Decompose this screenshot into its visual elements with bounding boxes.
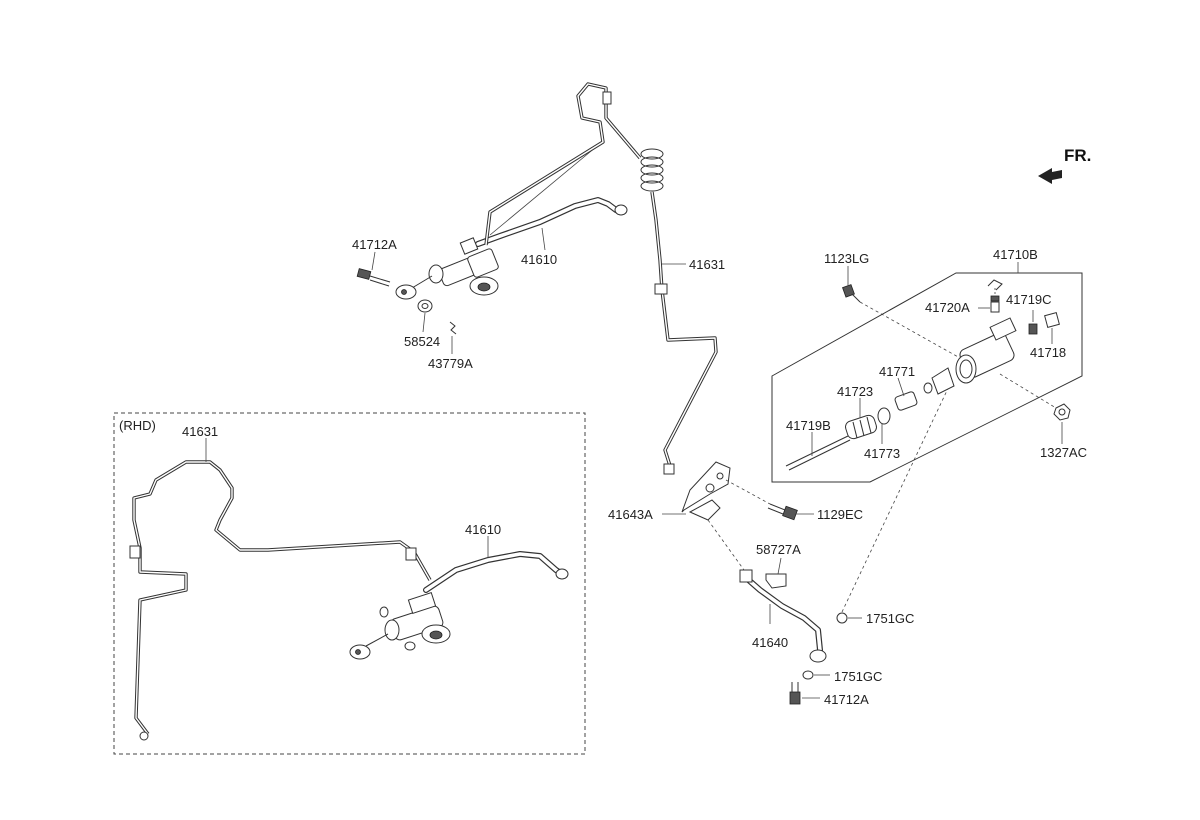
boot-icon — [931, 367, 955, 395]
master-cylinder-assembly-lhd — [356, 141, 628, 354]
line-fitting-mid — [663, 463, 675, 475]
piston-41771-icon — [894, 391, 918, 411]
gasket-1751GC-b-icon — [802, 670, 814, 680]
label-41719B: 41719B — [786, 418, 831, 433]
clip-43779A-icon — [449, 321, 457, 335]
release-cylinder-41710B-group — [771, 262, 1083, 483]
fr-label: FR. — [1064, 146, 1091, 165]
ring-41773-icon — [877, 407, 891, 425]
label-41771: 41771 — [879, 364, 915, 379]
label-43779A: 43779A — [428, 356, 473, 371]
fitting-41718-icon — [1044, 312, 1060, 328]
label-1751GC-a: 1751GC — [866, 611, 914, 626]
label-41712A-top: 41712A — [352, 237, 397, 252]
label-58727A: 58727A — [756, 542, 801, 557]
label-1327AC: 1327AC — [1040, 445, 1087, 460]
cap-41719C-icon — [1028, 323, 1038, 335]
seal-41723-icon — [845, 414, 877, 440]
bolt-41712A-lower-icon — [789, 682, 801, 705]
label-1751GC-b: 1751GC — [834, 669, 882, 684]
label-41631-rhd: 41631 — [182, 424, 218, 439]
label-41610-top: 41610 — [521, 252, 557, 267]
bolt-41712A-icon — [356, 268, 391, 287]
line-coil — [640, 148, 664, 192]
release-cylinder-box — [771, 272, 1083, 483]
push-rod-41719B-icon — [785, 435, 849, 467]
label-1123LG: 1123LG — [824, 251, 869, 266]
label-rhd: (RHD) — [119, 418, 156, 433]
clip-icon — [987, 279, 1003, 291]
label-41723: 41723 — [837, 384, 873, 399]
hose-clamp-upper — [614, 204, 628, 216]
label-41640: 41640 — [752, 635, 788, 650]
bleeder-41720A-icon — [990, 295, 1000, 313]
label-41631-top: 41631 — [689, 257, 725, 272]
label-41610-rhd: 41610 — [465, 522, 501, 537]
label-41712A-bottom: 41712A — [824, 692, 869, 707]
front-arrow-icon — [1038, 168, 1062, 184]
label-41710B: 41710B — [993, 247, 1038, 262]
label-41719C: 41719C — [1006, 292, 1052, 307]
bracket-and-hose-assembly — [662, 379, 953, 705]
hose-end-fitting — [739, 569, 753, 583]
clutch-line-41631 — [484, 82, 718, 475]
rhd-master-cylinder — [349, 592, 451, 660]
rhd-line-clip — [129, 545, 141, 559]
rhd-line-fitting — [405, 547, 417, 561]
front-direction-indicator: FR. — [1038, 146, 1091, 184]
label-58524: 58524 — [404, 334, 440, 349]
clip-58727A-icon — [765, 573, 787, 589]
label-41773: 41773 — [864, 446, 900, 461]
bolt-1123LG-icon — [842, 284, 861, 303]
label-41720A: 41720A — [925, 300, 970, 315]
label-41643A: 41643A — [608, 507, 653, 522]
rhd-variant-group — [113, 412, 586, 755]
line-clip — [654, 283, 668, 295]
bolt-1129EC-icon — [767, 503, 798, 521]
part-labels: 41712A 41610 41631 58524 43779A 1123LG 4… — [119, 237, 1087, 707]
label-41718: 41718 — [1030, 345, 1066, 360]
fitting-top — [602, 91, 612, 105]
gasket-1751GC-a-icon — [836, 612, 848, 624]
nut-1327AC-icon — [1053, 403, 1071, 421]
label-1129EC: 1129EC — [817, 507, 863, 522]
